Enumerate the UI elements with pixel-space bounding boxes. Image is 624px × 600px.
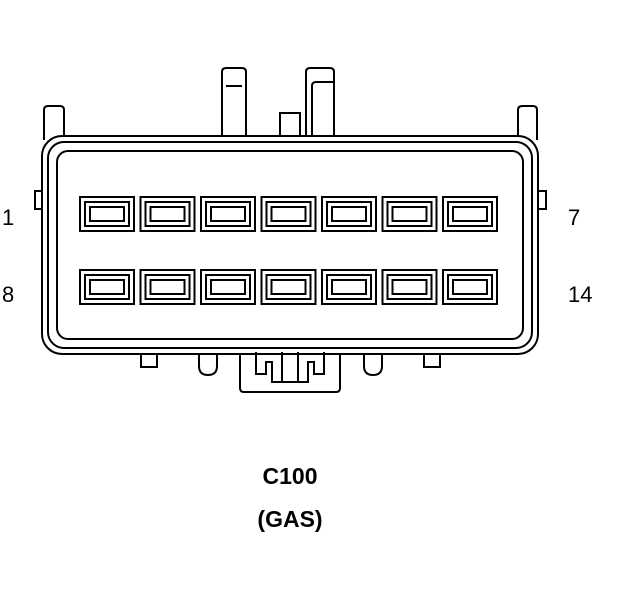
connector-variant: (GAS) [257, 506, 323, 532]
pin-label-14: 14 [568, 282, 593, 307]
connector-housing-inner [47, 141, 533, 349]
cavity-4-opening [270, 206, 307, 222]
cavity-13-opening [391, 279, 428, 295]
pin-label-1: 1 [2, 205, 15, 230]
latch-post-left [221, 67, 247, 138]
connector-housing-outer [41, 135, 539, 355]
pin-label-8: 8 [2, 282, 15, 307]
cavity-1-opening [89, 206, 125, 222]
connector-name: C100 [262, 463, 318, 489]
side-ear-right [517, 105, 538, 140]
cavity-5-opening [331, 206, 367, 222]
cavity-9-opening [149, 279, 186, 295]
center-key [279, 112, 301, 139]
pin-label-7: 7 [568, 205, 581, 230]
side-ear-left [43, 105, 65, 140]
bottom-hook-left [198, 352, 218, 377]
cavity-2-opening [149, 206, 186, 222]
latch-post-right [305, 67, 335, 138]
cavity-7-opening [452, 206, 488, 222]
cavity-14-opening [452, 279, 488, 295]
cavity-6-opening [391, 206, 428, 222]
latch-post-right-inner [311, 81, 334, 138]
cavity-12-opening [331, 279, 367, 295]
connector-face [56, 150, 524, 340]
bottom-latch-detail [255, 352, 325, 383]
cavity-11-opening [270, 279, 307, 295]
cavity-8-opening [89, 279, 125, 295]
bottom-hook-right [363, 352, 383, 377]
cavity-3-opening [210, 206, 246, 222]
cavity-grid [79, 196, 498, 305]
cavity-10-opening [210, 279, 246, 295]
